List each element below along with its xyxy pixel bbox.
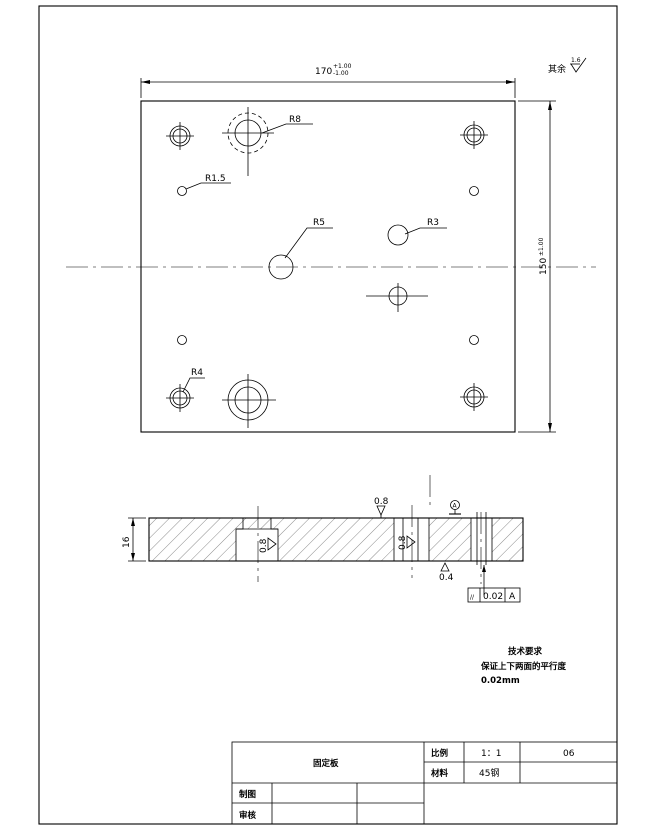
checked-label: 审核: [239, 810, 257, 821]
width-tol-upper: +1.00: [333, 63, 352, 70]
datum-marker: A: [449, 500, 461, 515]
pin-hole-top-right: [469, 186, 479, 196]
r3-leader: [404, 227, 447, 235]
scale-label: 比例: [431, 748, 449, 759]
counterbore-hole-top: [222, 107, 274, 176]
tolerance-datum: A: [509, 592, 516, 602]
finish-symbol-bottom: [440, 562, 450, 572]
plate-outline: [140, 100, 516, 433]
r4-leader: [182, 377, 205, 393]
other-finish-symbol: [570, 57, 587, 73]
height-value: 150: [539, 258, 549, 275]
corner-hole-bottom-left: [166, 384, 194, 412]
width-tol-lower: -1.00: [333, 70, 349, 77]
pin-hole-bottom-left: [177, 335, 187, 345]
corner-hole-bottom-right: [460, 383, 488, 411]
finish-bottom-value: 0.4: [439, 573, 454, 583]
corner-hole-top-left: [166, 122, 194, 150]
height-dimension: [518, 100, 556, 433]
r5-leader: [284, 227, 333, 259]
tolerance-value: 0.02: [483, 592, 503, 602]
label-r3: R3: [427, 218, 439, 228]
sheet-border: [38, 5, 618, 825]
label-r1-5: R1.5: [205, 174, 226, 184]
material-value: 45钢: [479, 767, 499, 779]
r1-5-leader: [185, 182, 231, 190]
material-label: 材料: [430, 768, 449, 779]
r8-leader: [261, 123, 313, 134]
pin-hole-bottom-right: [469, 335, 479, 345]
tech-title: 技术要求: [508, 646, 543, 657]
width-value: 170: [315, 67, 332, 77]
finish-symbol-bore: [406, 535, 416, 549]
label-r5: R5: [313, 218, 325, 228]
thickness-value: 16: [122, 536, 132, 548]
width-dimension: [140, 78, 516, 98]
finish-symbol-slot: [267, 537, 277, 551]
label-r4: R4: [191, 368, 203, 378]
tolerance-symbol: //: [470, 594, 475, 601]
datum-letter: A: [453, 503, 458, 510]
finish-symbol-top: [376, 505, 386, 516]
finish-bore-value: 0.8: [398, 535, 408, 550]
finish-top-value: 0.8: [374, 497, 389, 507]
drawn-label: 制图: [239, 789, 256, 800]
hole-r3: [387, 224, 409, 246]
section-view: 16 0.8 0.8 0.8 0.4 A //: [122, 475, 524, 603]
finish-slot-value: 0.8: [259, 538, 269, 553]
other-finish-value: 1.6: [571, 57, 581, 64]
part-name: 固定板: [313, 758, 339, 769]
tech-requirements: 技术要求 保证上下两面的平行度 0.02mm: [480, 646, 567, 686]
title-block: 固定板 比例 1：1 06 材料 45钢 制图 审核: [231, 741, 618, 825]
scale-value: 1：1: [481, 749, 501, 759]
section-outline: [148, 517, 524, 562]
other-finish-label: 其余: [548, 63, 566, 75]
tech-line-2: 0.02mm: [481, 676, 520, 686]
drawing-number: 06: [563, 749, 575, 759]
tolerance-frame: // 0.02 A: [467, 565, 521, 603]
height-tol: ±1.00: [538, 237, 545, 256]
counterbore-hole-bottom: [222, 374, 276, 428]
pin-hole-top-left: [177, 186, 187, 196]
center-hole-r5: [268, 254, 294, 280]
tech-line-1: 保证上下两面的平行度: [480, 661, 567, 672]
label-r8: R8: [289, 115, 301, 125]
hole-with-axis: [366, 283, 428, 312]
top-view: R8 R1.5 R5 R3 R4 170 +1.00 -1.00 150 ±1.…: [66, 57, 596, 433]
corner-hole-top-right: [460, 121, 488, 149]
